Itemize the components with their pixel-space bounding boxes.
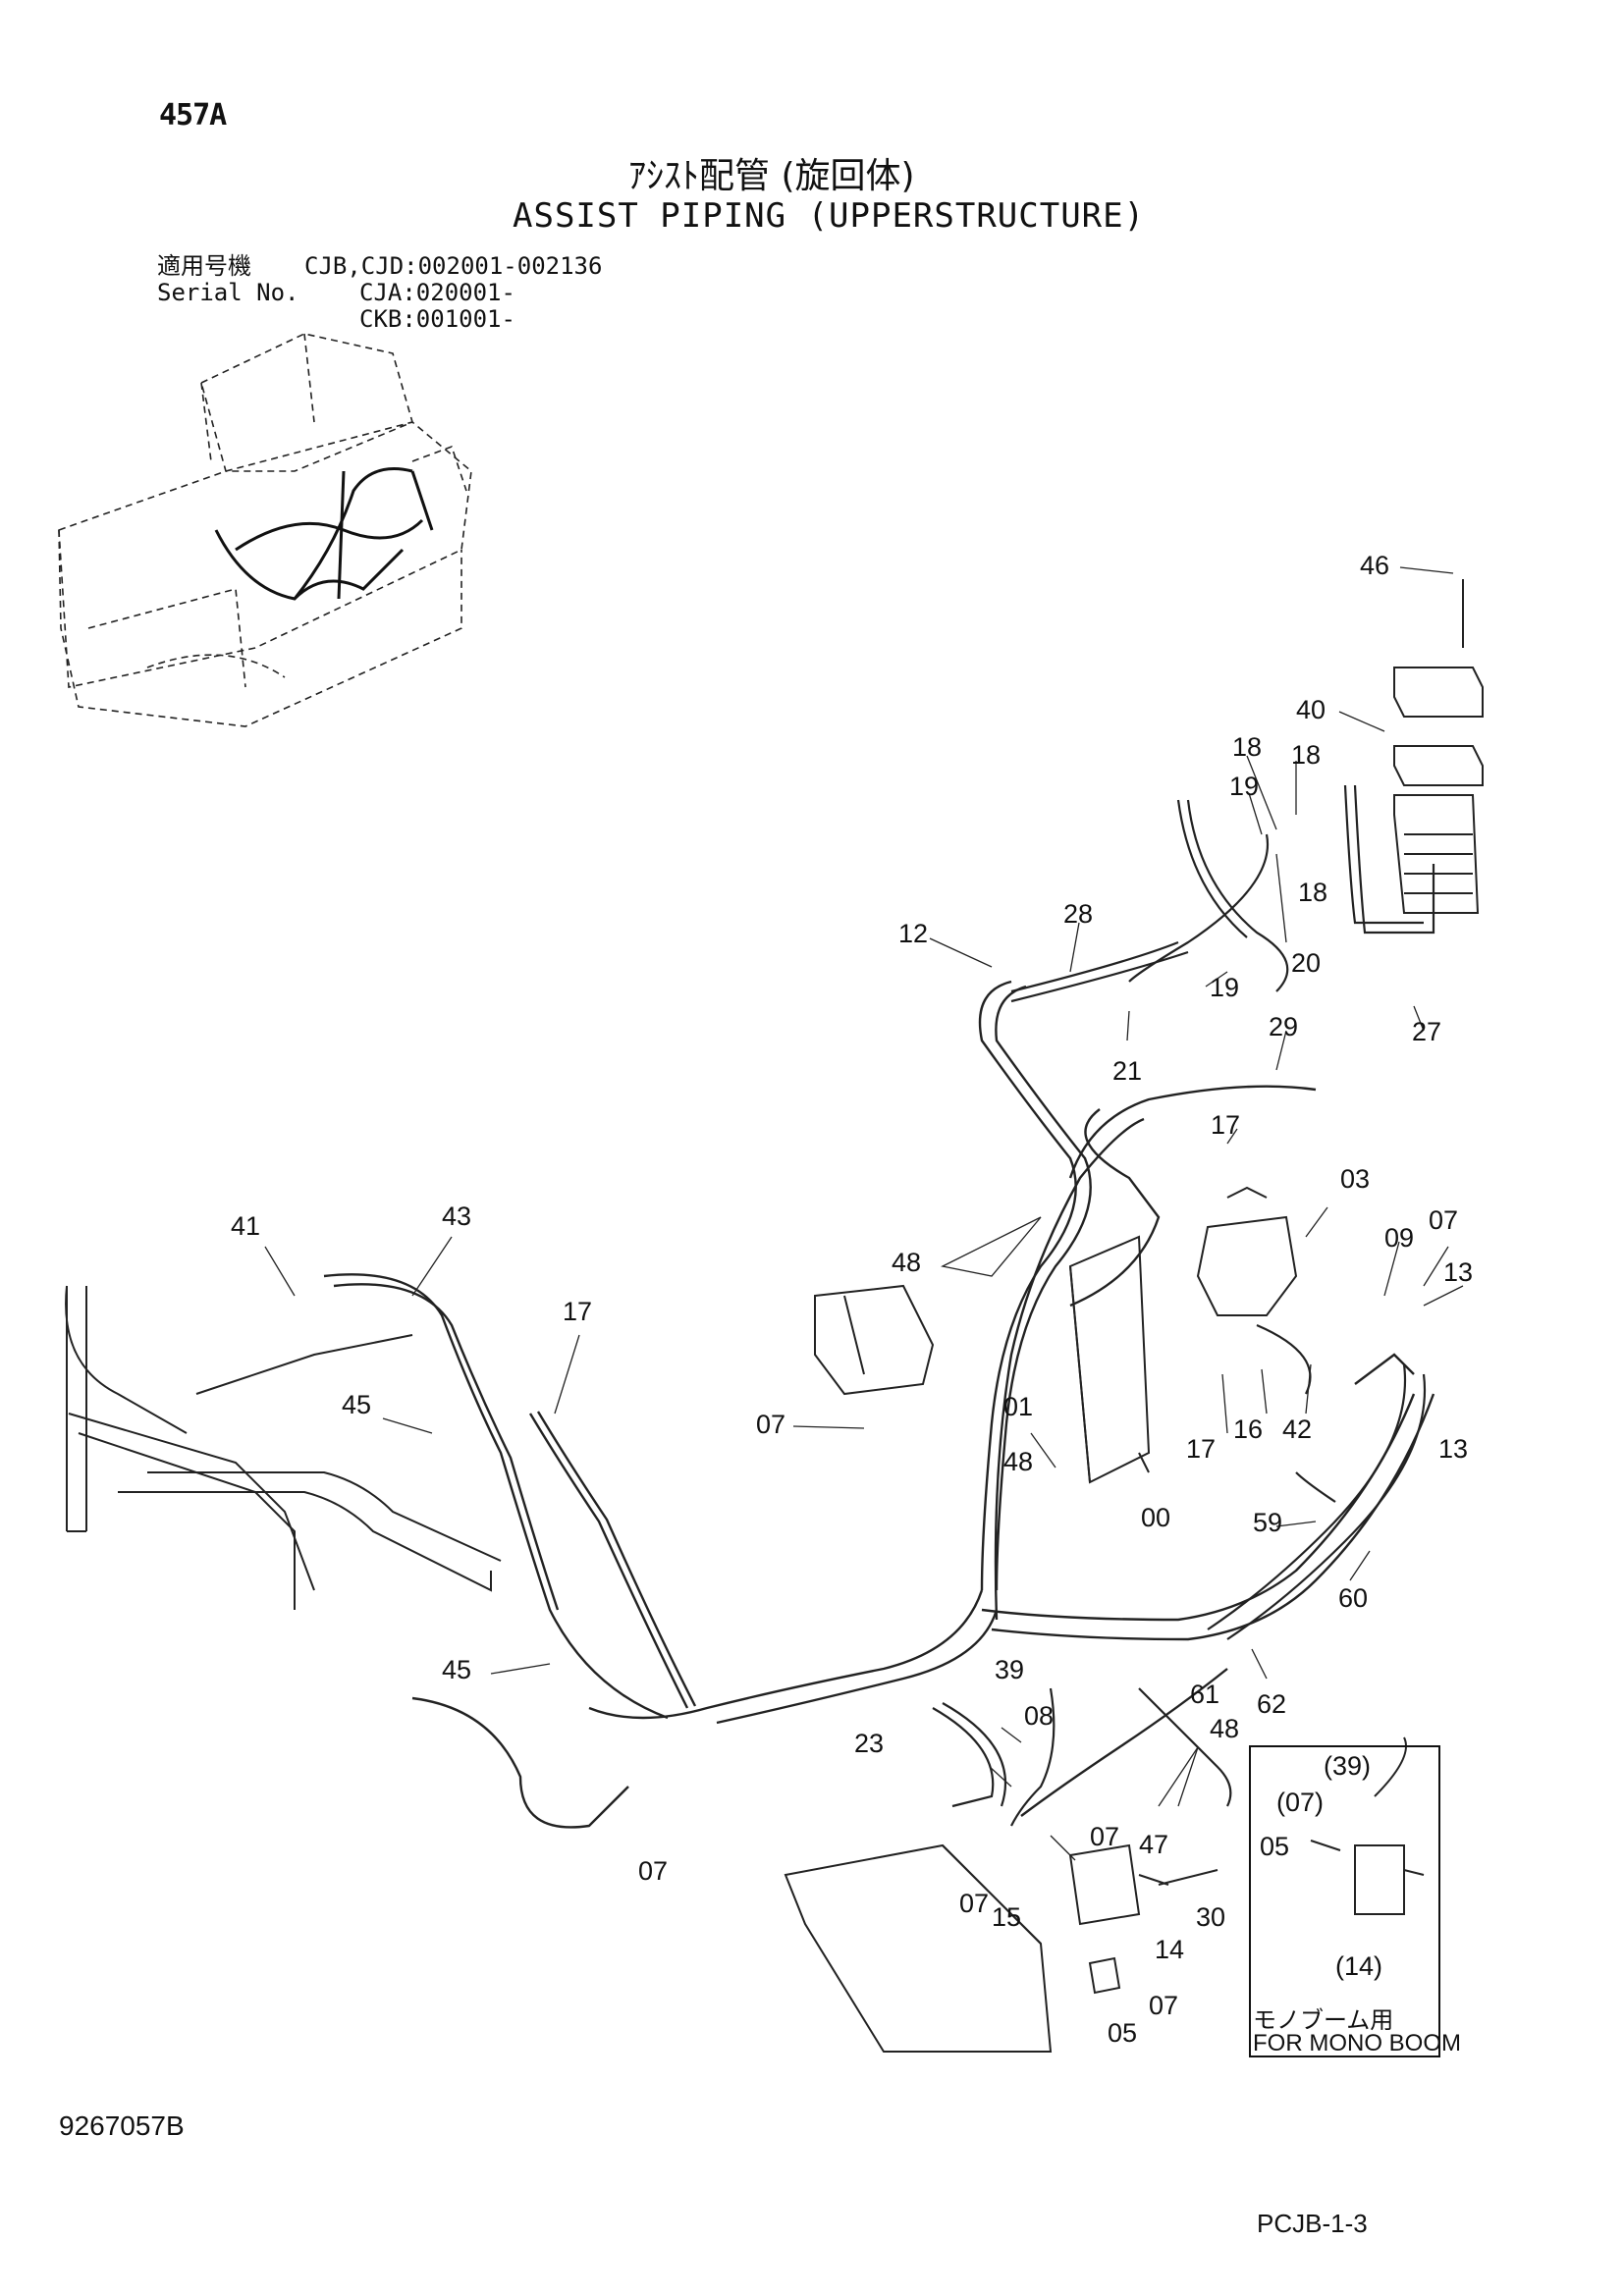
- callout-07: 07: [1429, 1205, 1458, 1235]
- page-reference: PCJB-1-3: [1257, 2209, 1368, 2238]
- callout-41: 41: [231, 1211, 260, 1241]
- callout-27: 27: [1412, 1017, 1441, 1046]
- suction-hose-left: [323, 1273, 697, 1829]
- callout-00: 00: [1141, 1503, 1170, 1532]
- callout-19: 19: [1210, 973, 1239, 1002]
- callout-01: 01: [1003, 1392, 1033, 1421]
- callout-12: 12: [898, 919, 928, 948]
- callout-45: 45: [342, 1390, 371, 1419]
- serial-block: 適用号機 CJB,CJD:002001-002136 Serial No. CJA:…: [157, 253, 602, 333]
- pump-assembly-left: [65, 1285, 502, 1610]
- callout-14-inset: (14): [1335, 1951, 1382, 1981]
- callout-48: 48: [892, 1248, 921, 1277]
- callout-18: 18: [1232, 732, 1262, 762]
- page-number: 457A: [159, 98, 227, 133]
- callout-30: 30: [1196, 1902, 1225, 1932]
- callout-13: 13: [1443, 1257, 1473, 1287]
- callout-23: 23: [854, 1729, 884, 1758]
- inset-caption-japanese: モノブーム用: [1253, 2007, 1394, 2034]
- callout-46: 46: [1360, 551, 1389, 580]
- callout-16: 16: [1233, 1415, 1263, 1444]
- callout-28: 28: [1063, 899, 1093, 929]
- callout-62: 62: [1257, 1689, 1286, 1719]
- callout-39-inset: (39): [1324, 1751, 1371, 1781]
- main-hose-bundle: [588, 980, 1435, 1817]
- callout-07-inset: (07): [1276, 1788, 1324, 1817]
- callout-59: 59: [1253, 1508, 1282, 1537]
- serial-line-2: CJA:020001-: [359, 279, 515, 306]
- callout-07: 07: [1090, 1822, 1119, 1851]
- leader-lines: [264, 566, 1464, 1861]
- callout-48: 48: [1003, 1447, 1033, 1476]
- callout-39: 39: [995, 1655, 1024, 1684]
- inset-caption-english: FOR MONO BOOM: [1253, 2030, 1461, 2056]
- callout-17: 17: [1211, 1110, 1240, 1140]
- callout-05: 05: [1108, 2018, 1137, 2048]
- inset-solenoid-14: [1310, 1736, 1425, 1915]
- callout-14: 14: [1155, 1935, 1184, 1964]
- callout-18: 18: [1298, 878, 1327, 907]
- machine-overview-piping: [214, 467, 434, 601]
- callout-labels: 46 40 18 18 18 19 19 20 27 12 28 21 29 1…: [231, 551, 1473, 2048]
- serial-line-3: CKB:001001-: [359, 305, 515, 333]
- callout-21: 21: [1112, 1056, 1142, 1086]
- callout-05-inset: 05: [1260, 1832, 1289, 1861]
- callout-15: 15: [992, 1902, 1021, 1932]
- callout-07: 07: [638, 1856, 668, 1886]
- mono-boom-inset: [1249, 1745, 1440, 2057]
- callout-42: 42: [1282, 1415, 1312, 1444]
- bracket-00: [1068, 1235, 1151, 1484]
- callout-43: 43: [442, 1201, 471, 1231]
- callout-07: 07: [1149, 1991, 1178, 2020]
- callout-45: 45: [442, 1655, 471, 1684]
- valve-03: [1196, 1186, 1298, 1316]
- solenoid-block-07: [814, 1284, 935, 1396]
- callout-61: 61: [1190, 1680, 1219, 1709]
- serial-label-en: Serial No.: [157, 279, 299, 306]
- title-japanese: ｱｼｽﾄ配管 (旋回体): [628, 156, 915, 196]
- callout-07: 07: [959, 1889, 989, 1918]
- hoses-to-solenoid: [932, 1687, 1232, 1827]
- callout-40: 40: [1296, 695, 1326, 724]
- serial-line-1: CJB,CJD:002001-002136: [304, 252, 603, 280]
- callout-09: 09: [1384, 1223, 1414, 1253]
- control-valve-stack: [1393, 579, 1484, 914]
- callout-18: 18: [1291, 740, 1321, 770]
- callout-08: 08: [1024, 1701, 1054, 1731]
- callout-29: 29: [1269, 1012, 1298, 1041]
- callout-17: 17: [563, 1297, 592, 1326]
- callout-20: 20: [1291, 948, 1321, 978]
- callout-03: 03: [1340, 1164, 1370, 1194]
- callout-17: 17: [1186, 1434, 1216, 1464]
- lower-bracket-plate: [784, 1843, 1053, 2053]
- machine-overview: [58, 333, 472, 727]
- callout-47: 47: [1139, 1830, 1168, 1859]
- callout-13: 13: [1438, 1434, 1468, 1464]
- pilot-hoses-upper: [1010, 784, 1435, 1003]
- bolt-30: [1158, 1869, 1218, 1886]
- document-number: 9267057B: [59, 2110, 185, 2141]
- callout-48: 48: [1210, 1714, 1239, 1743]
- callout-19: 19: [1229, 772, 1259, 801]
- title-english: ASSIST PIPING (UPPERSTRUCTURE): [513, 196, 1146, 236]
- callout-07: 07: [756, 1410, 785, 1439]
- serial-label-jp: 適用号機: [157, 252, 251, 280]
- callout-60: 60: [1338, 1583, 1368, 1613]
- elbow-05: [1088, 1956, 1121, 1995]
